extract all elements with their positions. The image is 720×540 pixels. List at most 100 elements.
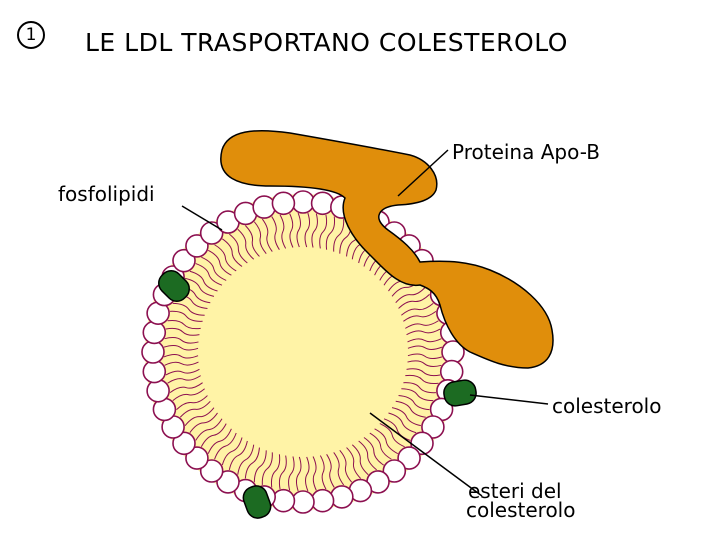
phospholipid-tail: [214, 432, 237, 460]
phospholipid-tail: [405, 320, 439, 329]
phospholipid-tail: [167, 375, 201, 384]
phospholipid-tail: [401, 302, 434, 316]
phospholipid-tail: [207, 428, 232, 454]
phospholipid-tail: [278, 455, 287, 490]
phospholipid-tail: [363, 437, 384, 466]
phospholipid-tail: [326, 454, 335, 488]
phospholipid-tail: [319, 214, 328, 249]
phospholipid-head: [291, 190, 315, 214]
phospholipid-head: [397, 446, 421, 470]
phospholipid-tail: [172, 388, 205, 402]
cholesterol-molecule: [443, 379, 477, 407]
phospholipid-head: [216, 470, 240, 494]
phospholipid-head: [439, 359, 464, 384]
apo-b-label: Proteina Apo-B: [452, 140, 600, 164]
phospholipid-tail: [253, 221, 267, 254]
cholesterol-molecule: [158, 270, 190, 302]
phospholipid-tail: [237, 228, 255, 260]
phospholipid-tail: [189, 412, 218, 433]
phospholipid-tail: [333, 219, 345, 252]
phospholipid-head: [146, 379, 170, 403]
phospholipid-tail: [165, 327, 200, 336]
phospholipid-head: [185, 446, 209, 470]
slide-number: 1: [25, 25, 37, 45]
phospholipid-tail: [228, 440, 248, 470]
cholesterol-esters-label-line1: esteri del: [468, 479, 562, 503]
phospholipid-tail: [221, 437, 243, 466]
phospholipid-tail: [403, 310, 437, 322]
phospholipid-tail: [312, 456, 317, 491]
phospholipid-tail: [398, 293, 430, 309]
cholesterol-molecules: [158, 270, 477, 519]
phospholipid-tail: [170, 310, 203, 322]
phospholipid-tail: [253, 450, 267, 483]
phospholipid-tail: [407, 360, 442, 367]
cholesterol-molecule: [242, 485, 272, 519]
phospholipid-tail: [237, 444, 255, 475]
phospholipid-tail: [379, 423, 405, 448]
phospholipid-tail: [189, 270, 218, 292]
esters-leader: [369, 412, 483, 497]
phospholipid-tail: [407, 345, 443, 350]
phospholipid-head: [271, 488, 296, 513]
phospholipid-tail: [244, 447, 260, 479]
phospholipid-tail: [164, 361, 199, 366]
cholesterol-label: colesterolo: [552, 394, 662, 418]
phospholipid-head: [271, 191, 296, 216]
phospholipid-head: [185, 234, 209, 258]
phospholipid-tail: [346, 447, 362, 479]
phospholipid-tail: [339, 450, 353, 483]
phospholipid-tail: [406, 368, 441, 377]
phospholipid-tail: [351, 444, 369, 476]
phospholipid-head: [252, 195, 276, 219]
phospholipid-tail: [403, 382, 436, 394]
phospholipid-tail: [201, 256, 227, 281]
phospholipid-head: [172, 431, 196, 456]
phospholipid-tail: [311, 213, 318, 248]
slide-title: LE LDL TRASPORTANO COLESTEROLO: [85, 28, 568, 57]
phospholipid-tail: [270, 454, 281, 488]
phospholipid-tail: [296, 212, 301, 248]
phospholipid-tail: [169, 382, 203, 394]
phospholipid-tail: [163, 344, 199, 351]
phospholipid-tail: [401, 388, 434, 402]
phospholipid-tail: [333, 452, 345, 486]
phospholipid-tail: [214, 244, 237, 272]
phospholipid-tail: [325, 216, 336, 250]
phospholipid-head: [291, 490, 315, 514]
phospholipid-tail: [369, 432, 392, 460]
phospholipid-tail: [374, 428, 399, 455]
phospholipid-head: [421, 415, 445, 439]
phospholipid-tail: [271, 216, 280, 250]
phospholipid-tail: [319, 455, 327, 490]
phospholipid-head: [382, 459, 407, 483]
phospholipid-tail: [229, 233, 248, 264]
phospholipid-head: [142, 320, 167, 345]
phospholipid-tail: [391, 407, 421, 427]
phospholipid-head: [142, 359, 167, 384]
apo-b-protein: [220, 129, 554, 369]
phospholipid-head: [310, 191, 335, 216]
phospholipid-tail: [164, 337, 199, 344]
phospholipid-tail: [279, 214, 287, 249]
phospholipid-head: [310, 488, 335, 513]
phospholipid-tail: [261, 452, 273, 485]
phospholipid-tail: [395, 400, 426, 418]
phospholipid-tail: [165, 368, 200, 376]
phospholipid-tail: [172, 302, 205, 316]
phospholipid-tail: [289, 213, 294, 248]
phospholipid-tail: [405, 374, 439, 385]
leader-lines: [181, 149, 549, 497]
phospholipid-tail: [184, 407, 215, 426]
phospholipid-head: [199, 459, 224, 483]
phospholipid-tail: [195, 418, 223, 441]
phospholipid-tail: [176, 395, 208, 411]
cholesterol-esters-label-line2: colesterolo: [466, 498, 576, 522]
phospholipid-tail: [163, 354, 199, 359]
phospholipid-tail: [288, 456, 295, 491]
phospholipid-tail: [305, 456, 310, 492]
phospholipid-tail: [398, 395, 430, 411]
ldl-core: [145, 194, 461, 510]
phospholipid-tail: [407, 353, 443, 360]
phospholipid-tail: [304, 212, 311, 248]
